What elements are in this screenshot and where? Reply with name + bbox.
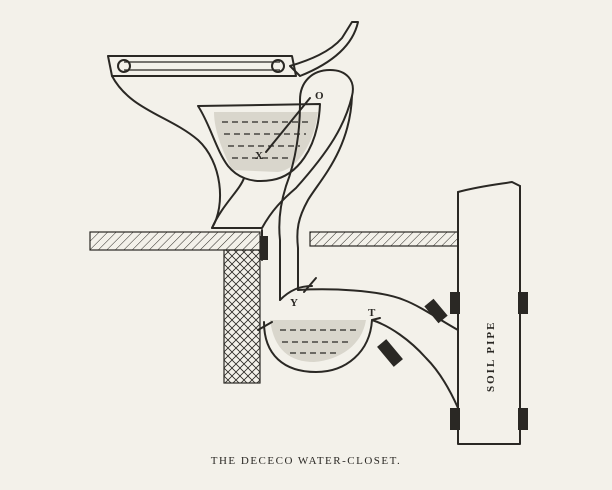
soil-pipe	[457, 185, 521, 445]
trap-water	[270, 320, 366, 362]
seat-hinge-right	[271, 59, 285, 73]
outlet-lower	[371, 319, 459, 409]
branch-joint	[424, 298, 448, 324]
floor-flange	[260, 236, 268, 260]
soil-joint-upper-left	[450, 292, 460, 314]
trap-bowl	[263, 317, 381, 373]
wooden-joist	[224, 250, 260, 383]
siphon-leg-outer	[278, 103, 301, 301]
soil-joint-lower-right	[518, 408, 528, 430]
siphon-leg-inner	[296, 95, 353, 291]
label-t: T	[368, 307, 376, 319]
label-x: X	[255, 150, 263, 162]
flush-arm	[265, 97, 311, 153]
pan-inner-bowl	[197, 103, 321, 182]
pan-outer-body	[111, 69, 354, 229]
soil-joint-upper-right	[518, 292, 528, 314]
seat-rim	[107, 55, 297, 77]
floor-slab-right	[310, 232, 458, 246]
bowl-water	[214, 112, 318, 172]
figure-caption: THE DECECO WATER-CLOSET.	[210, 455, 402, 467]
outlet-joint	[377, 339, 403, 367]
wooden-joist-outline	[223, 249, 261, 384]
flush-pipe	[289, 21, 359, 77]
label-y: Y	[290, 297, 298, 309]
soil-joint-lower-left	[450, 408, 460, 430]
trap-vent-lip	[257, 321, 273, 331]
seat-hinge-left	[117, 59, 131, 73]
floor-slab-left	[90, 232, 260, 250]
label-o: O	[315, 90, 324, 102]
label-soil-pipe: SOIL PIPE	[485, 321, 497, 393]
